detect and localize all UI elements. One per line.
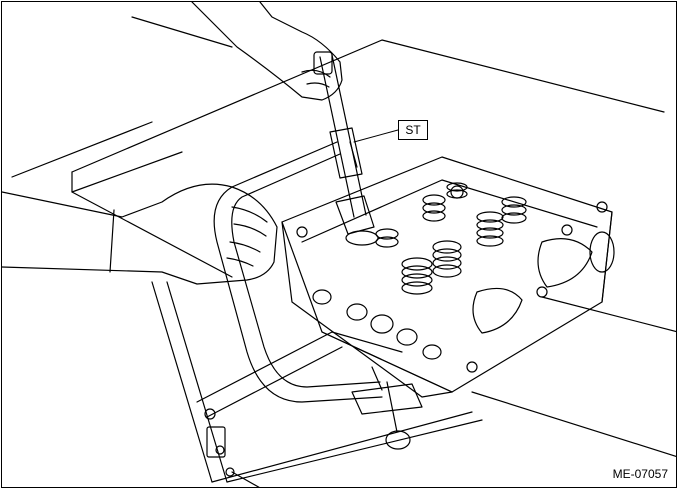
cylinder-head xyxy=(281,156,615,398)
valve-spring xyxy=(432,240,462,278)
figure-id: ME-07057 xyxy=(612,467,668,481)
hand-icon xyxy=(131,2,343,101)
valve-spring xyxy=(476,211,504,247)
valve-spring xyxy=(446,182,468,199)
valve-spring xyxy=(375,228,399,248)
callout-leader xyxy=(353,129,399,143)
valve-springs xyxy=(375,182,527,295)
valve-spring xyxy=(422,194,446,222)
callout-st-label: ST xyxy=(398,120,428,140)
valve-spring-compressor-icon xyxy=(213,51,423,450)
bolt-icon xyxy=(204,408,216,420)
valve-spring xyxy=(401,257,433,295)
valve-spring xyxy=(501,196,527,224)
bolt-icon xyxy=(215,445,225,455)
workbench xyxy=(11,39,676,487)
bolt-icon xyxy=(225,467,235,477)
hand-icon xyxy=(2,183,278,285)
